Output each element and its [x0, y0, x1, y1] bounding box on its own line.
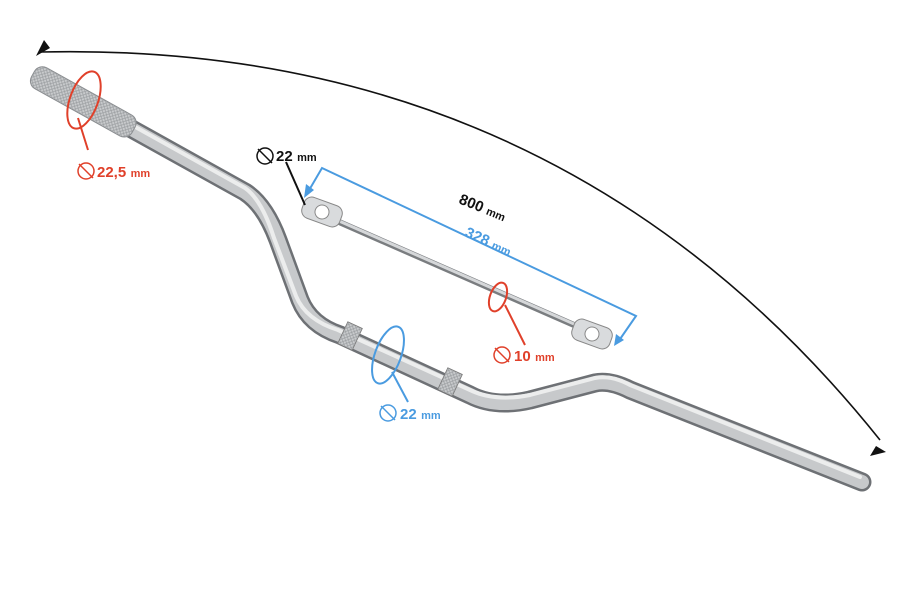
- center-diameter-label: 22 mm: [400, 406, 441, 423]
- knurl-ring: [437, 367, 463, 397]
- diameter-icon: [256, 147, 274, 165]
- clamp-right: [571, 318, 613, 350]
- crossbar-length-dimension: [307, 166, 638, 343]
- overall-width-arc: [39, 50, 881, 441]
- diameter-icon: [77, 162, 95, 180]
- overall-width-label: 800 mm: [457, 191, 509, 225]
- arrowhead-right-icon: [870, 446, 886, 456]
- clamp-left: [301, 196, 343, 228]
- arrowhead-icon: [304, 184, 314, 198]
- rotation-arrow-icon: [487, 281, 509, 313]
- handlebar: [29, 66, 872, 492]
- crossbar: [301, 196, 613, 350]
- clamp-diameter-label: 22 mm: [276, 148, 317, 165]
- rotation-arrow-icon: [66, 70, 102, 130]
- rotation-arrow-icon: [371, 325, 405, 385]
- crossbar-diameter-label: 10 mm: [514, 348, 555, 365]
- knurled-grip: [29, 66, 137, 138]
- diameter-icon: [493, 346, 511, 364]
- crossbar-length-label: 328 mm: [462, 224, 514, 260]
- diameter-icon: [379, 404, 397, 422]
- arrowhead-icon: [614, 334, 624, 346]
- grip-diameter-label: 22,5 mm: [97, 164, 150, 181]
- arrowhead-left-icon: [36, 40, 50, 56]
- knurl-ring: [337, 321, 363, 351]
